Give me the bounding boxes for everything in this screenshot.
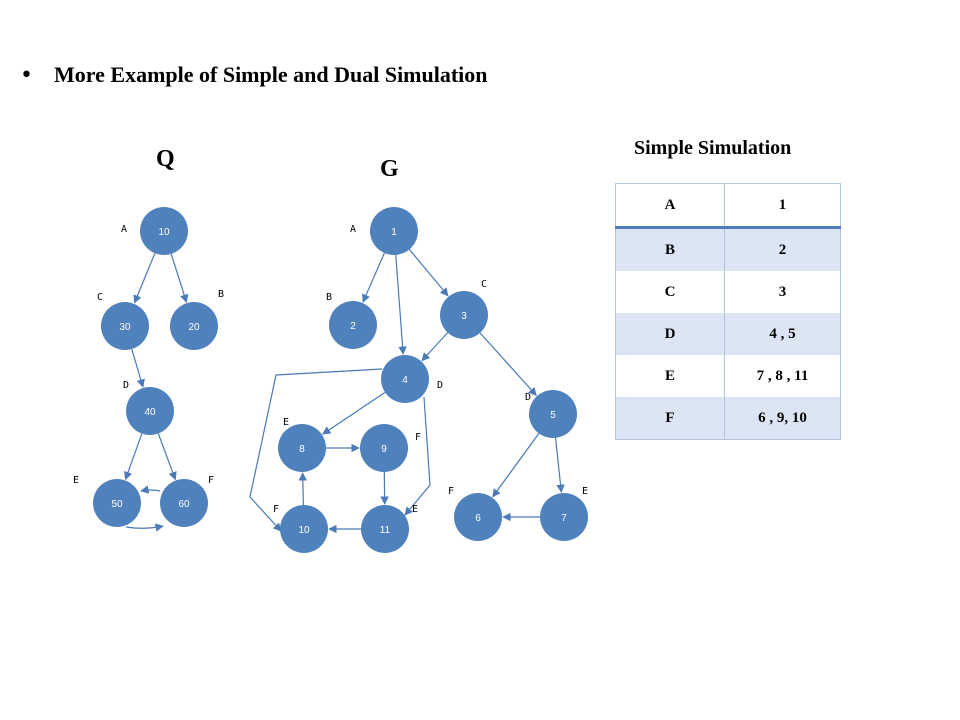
graph-g-edge-4-10 bbox=[249, 368, 383, 532]
graph-g-node-3 bbox=[440, 291, 488, 339]
query-node-cell: C bbox=[615, 271, 725, 313]
graph-g-edge-5-7 bbox=[554, 437, 565, 493]
graph-q-node-label-50: E bbox=[73, 475, 79, 486]
match-cell: 3 bbox=[724, 271, 841, 313]
graph-g-node-id-11: 11 bbox=[380, 525, 391, 536]
graph-g-node-id-7: 7 bbox=[561, 513, 567, 524]
graph-q-node-60 bbox=[160, 479, 208, 527]
graph-g-edge-1-2 bbox=[362, 252, 385, 303]
graph-g-node-label-1: A bbox=[350, 224, 356, 235]
graph-g-node-label-5: D bbox=[525, 392, 531, 403]
graph-g-edge-3-5 bbox=[479, 332, 537, 397]
graph-q-node-label-40: D bbox=[123, 380, 129, 391]
table-row: B 2 bbox=[615, 227, 841, 271]
query-node-cell: D bbox=[615, 313, 725, 355]
graph-q-node-label-10: A bbox=[121, 224, 127, 235]
edges-layer bbox=[124, 249, 565, 534]
query-node-cell: A bbox=[615, 183, 725, 229]
graph-q-node-id-50: 50 bbox=[111, 499, 123, 510]
graph-q-edge-50-60 bbox=[125, 523, 164, 532]
table-row: F 6 , 9, 10 bbox=[615, 397, 841, 440]
graph-q-edge-30-40 bbox=[131, 348, 145, 388]
graph-q-node-id-10: 10 bbox=[158, 227, 170, 238]
match-cell: 7 , 8 , 11 bbox=[724, 355, 841, 397]
graph-g-node-id-3: 3 bbox=[461, 311, 467, 322]
graph-g-node-label-7: E bbox=[582, 486, 588, 497]
graph-g-node-6 bbox=[454, 493, 502, 541]
graph-g-node-label-6: F bbox=[448, 486, 454, 497]
graph-g-node-label-3: C bbox=[481, 279, 487, 290]
graph-g-node-1 bbox=[370, 207, 418, 255]
graph-q-node-label-20: B bbox=[218, 289, 224, 300]
graph-q-node-label-30: C bbox=[97, 292, 103, 303]
query-node-cell: F bbox=[615, 397, 725, 440]
graph-q-edge-10-20 bbox=[170, 253, 189, 303]
graph-g-node-7 bbox=[540, 493, 588, 541]
graph-g-node-id-8: 8 bbox=[299, 444, 305, 455]
graph-g-node-id-6: 6 bbox=[475, 513, 481, 524]
graph-q-node-10 bbox=[140, 207, 188, 255]
query-node-cell: E bbox=[615, 355, 725, 397]
graph-g-edge-1-3 bbox=[408, 249, 449, 297]
graph-g-node-id-1: 1 bbox=[391, 227, 397, 238]
simple-simulation-title: Simple Simulation bbox=[634, 137, 792, 159]
graph-q-node-50 bbox=[93, 479, 141, 527]
graph-g-node-5 bbox=[529, 390, 577, 438]
graph-g-label: G bbox=[380, 156, 399, 182]
table-row: D 4 , 5 bbox=[615, 313, 841, 355]
graph-g-node-label-2: B bbox=[326, 292, 332, 303]
graph-g-edge-10-8 bbox=[298, 472, 308, 506]
graph-g-node-label-9: F bbox=[415, 432, 421, 443]
graph-q-edge-10-30 bbox=[133, 252, 156, 304]
graph-q-node-40 bbox=[126, 387, 174, 435]
graph-g-edge-3-4 bbox=[421, 332, 449, 362]
graph-g-node-id-5: 5 bbox=[550, 410, 556, 421]
graph-q-node-id-20: 20 bbox=[188, 322, 200, 333]
graph-q-node-20 bbox=[170, 302, 218, 350]
nodes-layer: 10 30 20 40 50 60 1 2 3 4 5 8 9 10 11 6 7 bbox=[93, 207, 588, 553]
graph-g-edge-4-11 bbox=[404, 396, 431, 516]
slide-heading: • More Example of Simple and Dual Simula… bbox=[20, 62, 488, 88]
graph-q-node-label-60: F bbox=[208, 475, 214, 486]
graph-q-edge-60-50 bbox=[140, 485, 161, 494]
graph-g-node-id-9: 9 bbox=[381, 444, 387, 455]
graph-g-node-id-4: 4 bbox=[402, 375, 408, 386]
match-cell: 6 , 9, 10 bbox=[724, 397, 841, 440]
match-cell: 4 , 5 bbox=[724, 313, 841, 355]
graph-q-node-id-40: 40 bbox=[144, 407, 156, 418]
table-row: C 3 bbox=[615, 271, 841, 313]
graph-q-node-id-30: 30 bbox=[119, 322, 131, 333]
match-cell: 1 bbox=[724, 183, 841, 229]
graph-g-node-9 bbox=[360, 424, 408, 472]
graph-q-node-id-60: 60 bbox=[178, 499, 190, 510]
graph-g-node-8 bbox=[278, 424, 326, 472]
graph-q-label: Q bbox=[156, 146, 175, 172]
query-node-cell: B bbox=[615, 227, 725, 271]
graph-q-node-30 bbox=[101, 302, 149, 350]
graph-g-edge-4-8 bbox=[322, 391, 386, 435]
bullet-glyph: • bbox=[20, 62, 33, 88]
graph-g-node-label-8: E bbox=[283, 417, 289, 428]
graph-g-node-id-10: 10 bbox=[298, 525, 310, 536]
graph-g-node-2 bbox=[329, 301, 377, 349]
graph-g-node-label-10: F bbox=[273, 504, 279, 515]
graph-g-edge-5-6 bbox=[492, 433, 540, 498]
match-cell: 2 bbox=[724, 227, 841, 271]
table-row: E 7 , 8 , 11 bbox=[615, 355, 841, 397]
graph-g-node-id-2: 2 bbox=[350, 321, 356, 332]
table-row: A 1 bbox=[615, 183, 841, 229]
graph-g-node-10 bbox=[280, 505, 328, 553]
node-labels-layer: A C B D E F A B C D D E F F E F E bbox=[73, 224, 588, 515]
graph-q-edge-40-60 bbox=[157, 433, 177, 481]
graph-g-node-4 bbox=[381, 355, 429, 403]
graph-g-node-label-11: E bbox=[412, 504, 418, 515]
graph-q-edge-40-50 bbox=[124, 433, 143, 481]
graph-g-node-11 bbox=[361, 505, 409, 553]
simple-simulation-table: A 1 B 2 C 3 D 4 , 5 E 7 , 8 , 11 F 6 , 9… bbox=[615, 183, 841, 440]
slide-title: More Example of Simple and Dual Simulati… bbox=[54, 62, 488, 87]
graph-g-node-label-4: D bbox=[437, 380, 443, 391]
graph-g-edge-1-4 bbox=[395, 254, 407, 355]
